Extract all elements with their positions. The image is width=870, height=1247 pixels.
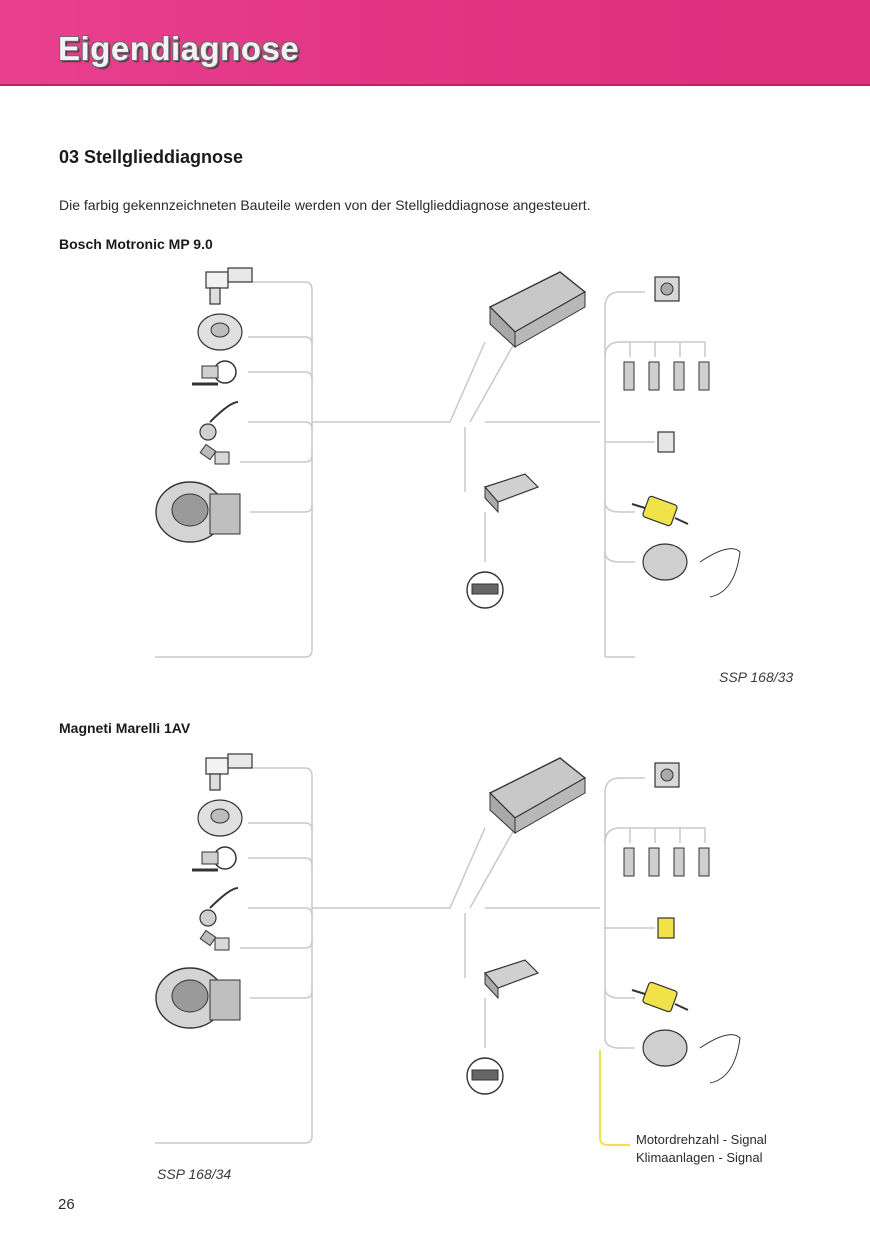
sensor-hall-icon	[205, 267, 253, 305]
diagnostic-unit-icon	[483, 473, 540, 514]
section-heading: 03 Stellglieddiagnose	[59, 147, 244, 167]
fuel-tank-vent-valve-icon	[631, 495, 689, 527]
page-header-title: Eigendiagnose	[58, 30, 300, 67]
signal-label-engine-speed: Motordrehzahl - Signal	[636, 1132, 767, 1147]
throttle-body-icon	[155, 967, 241, 1029]
diagram-2-subtitle: Magneti Marelli 1AV	[59, 720, 191, 736]
knock-sensor-icon	[199, 887, 239, 927]
knock-sensor-icon	[199, 401, 239, 441]
idle-valve-icon	[654, 276, 680, 302]
diagram-1-illustration	[155, 267, 741, 658]
diagram-1-ssp: SSP 168/33	[719, 669, 794, 685]
page-number: 26	[58, 1196, 75, 1213]
lambda-probe-icon	[192, 846, 237, 872]
diagnostic-socket-icon	[466, 571, 504, 609]
diagram-2-illustration	[155, 753, 741, 1146]
signal-label-air-conditioning: Klimaanlagen - Signal	[636, 1150, 763, 1165]
relay-icon	[657, 431, 675, 453]
injectors-icon	[623, 361, 710, 391]
fuel-tank-vent-valve-icon	[631, 981, 689, 1013]
throttle-potentiometer-icon	[197, 313, 243, 351]
temperature-sensor-icon	[199, 443, 230, 465]
temperature-sensor-icon	[199, 929, 230, 951]
throttle-actuator-icon	[642, 1029, 741, 1084]
diagram-2-ssp: SSP 168/34	[157, 1166, 232, 1182]
throttle-actuator-icon	[642, 543, 741, 598]
ecu-icon	[488, 757, 587, 835]
lambda-probe-icon	[192, 360, 237, 386]
sensor-hall-icon	[205, 753, 253, 791]
ecu-icon	[488, 271, 587, 349]
intro-text: Die farbig gekennzeichneten Bauteile wer…	[59, 197, 591, 213]
throttle-body-icon	[155, 481, 241, 543]
throttle-potentiometer-icon	[197, 799, 243, 837]
header-band	[0, 0, 870, 86]
relay-icon	[657, 917, 675, 939]
diagnostic-socket-icon	[466, 1057, 504, 1095]
diagnostic-unit-icon	[483, 959, 540, 1000]
idle-valve-icon	[654, 762, 680, 788]
injectors-icon	[623, 847, 710, 877]
diagram-1-subtitle: Bosch Motronic MP 9.0	[59, 236, 213, 252]
